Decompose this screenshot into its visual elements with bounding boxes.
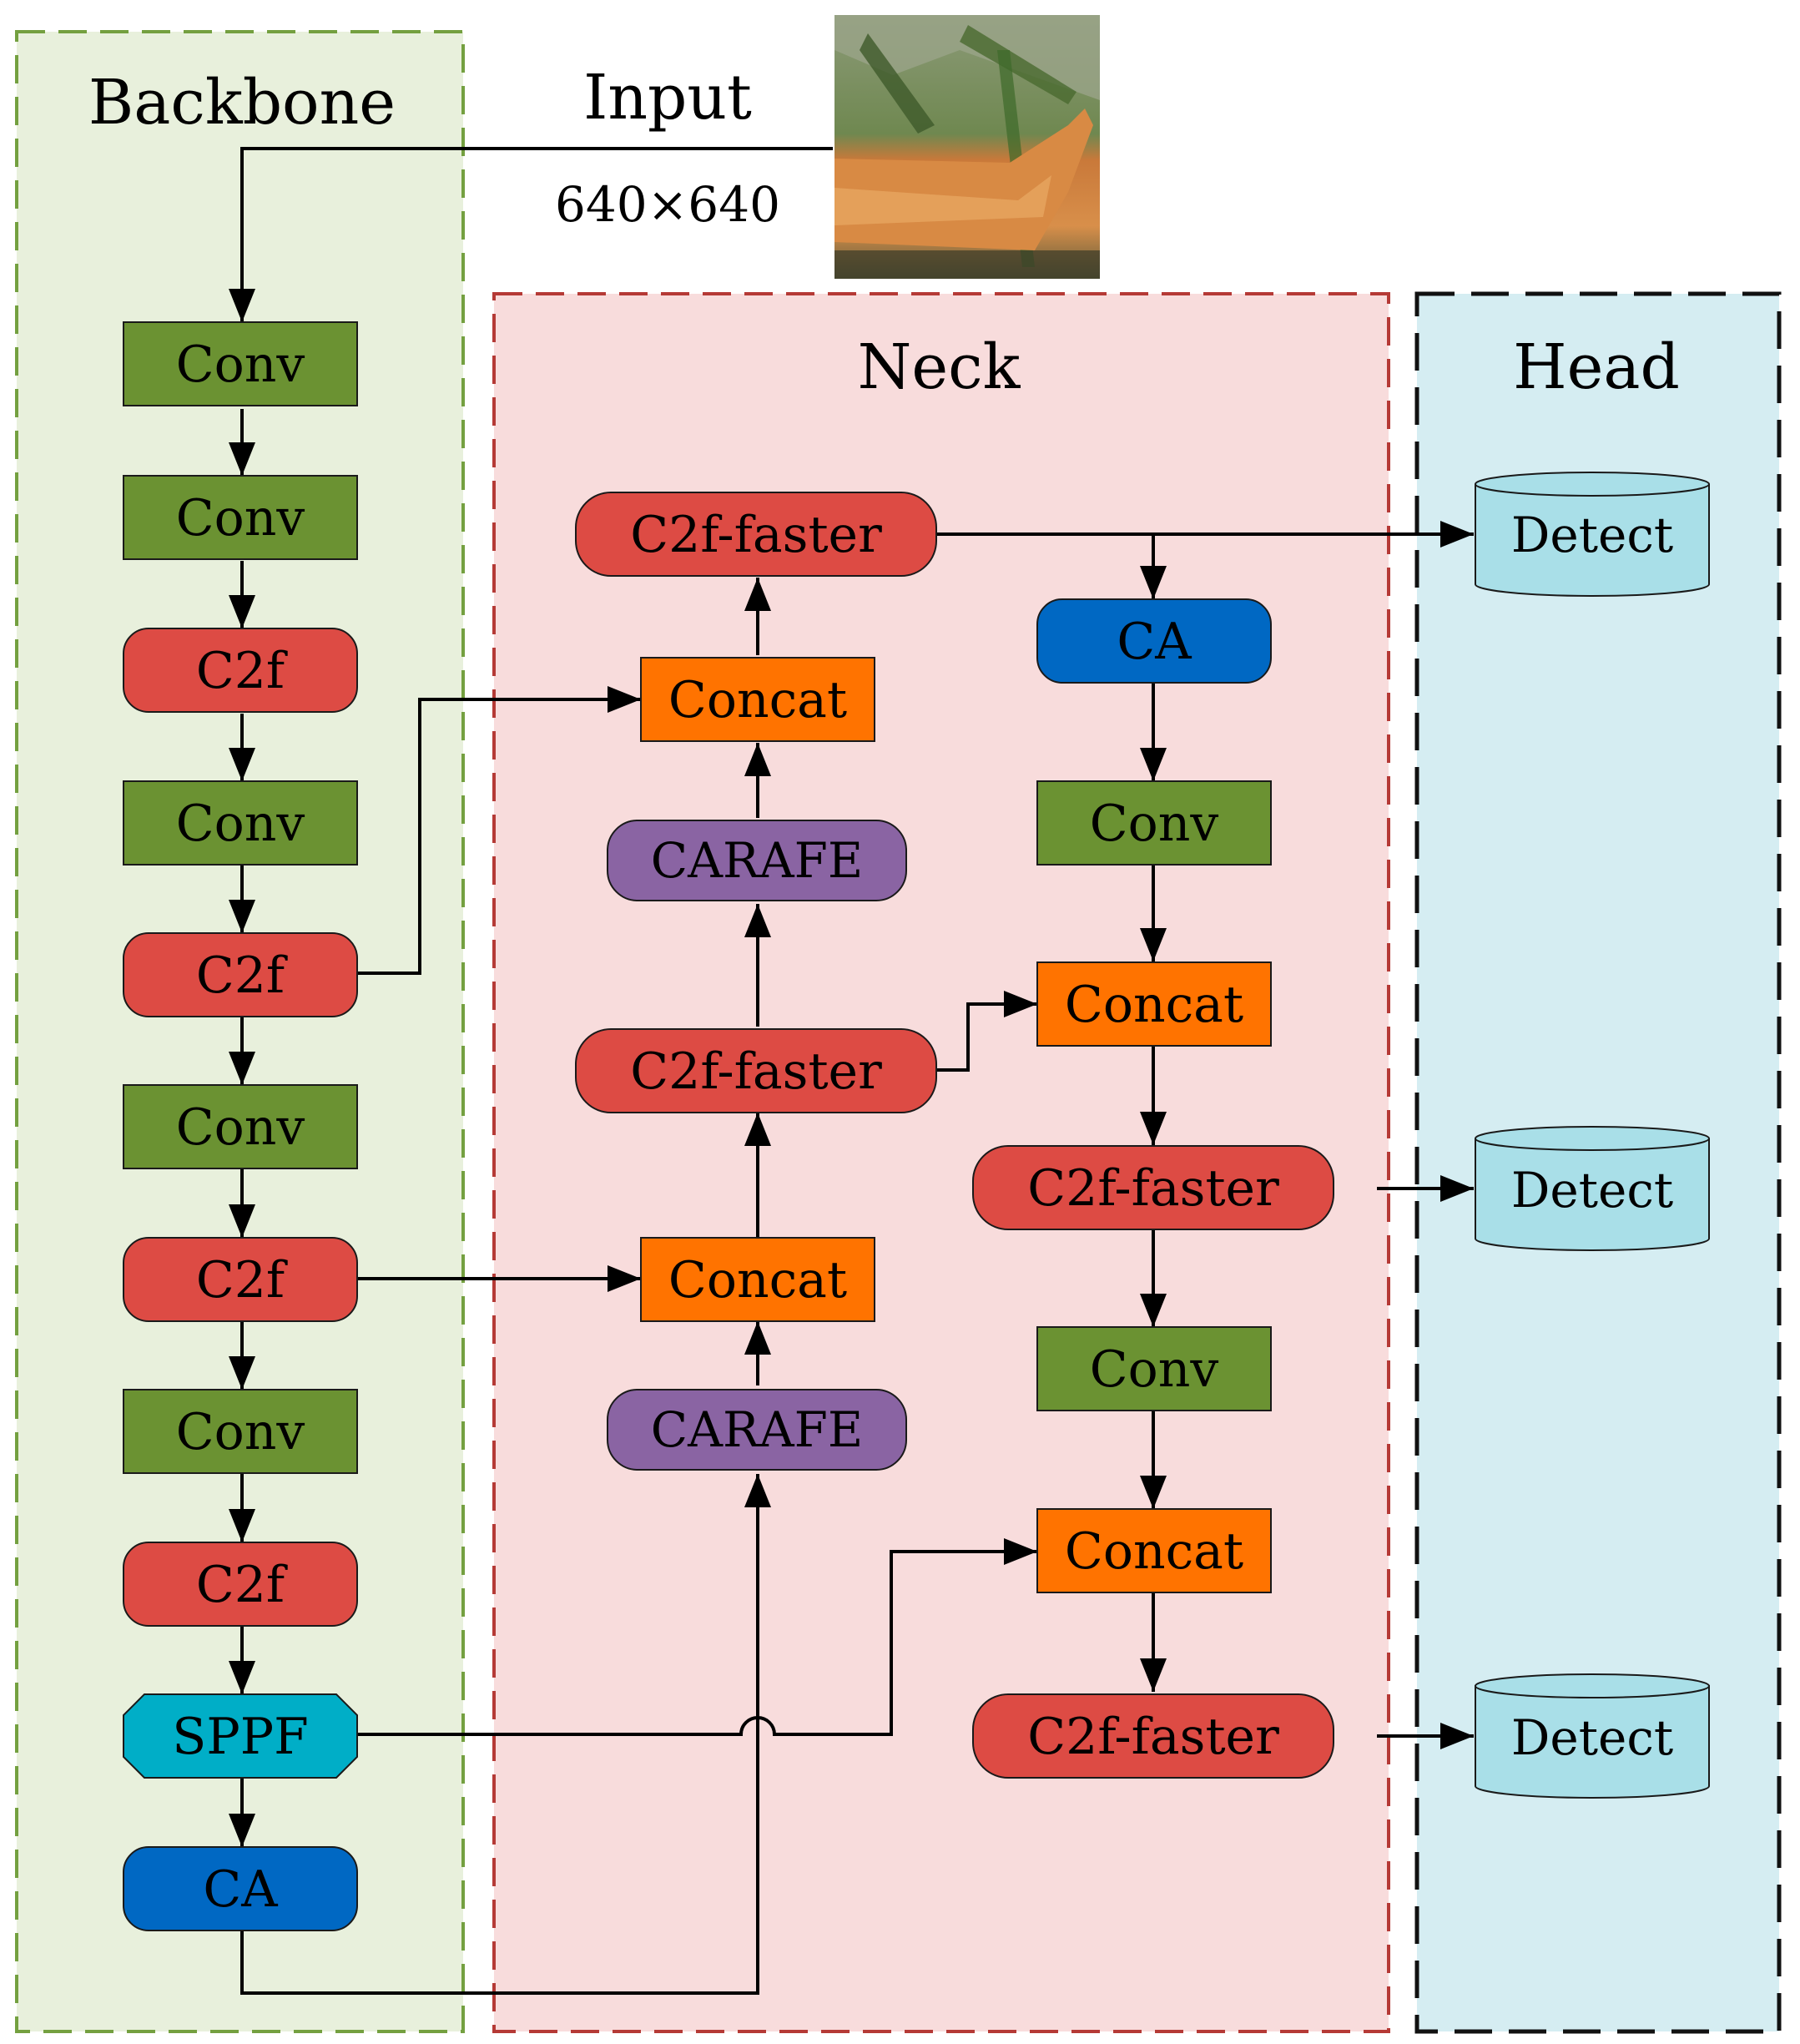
neck-conv-1: Conv	[1036, 780, 1272, 866]
backbone-sppf-label: SPPF	[172, 1708, 308, 1766]
backbone-c2f-1: C2f	[123, 628, 358, 713]
neck-carafe-lower: CARAFE	[607, 1389, 907, 1471]
neck-c2f-faster-mid: C2f-faster	[575, 1028, 937, 1113]
backbone-conv-1: Conv	[123, 321, 358, 406]
neck-concat-lower: Concat	[640, 1237, 875, 1322]
neck-ca: CA	[1036, 598, 1272, 684]
neck-concat-top: Concat	[640, 657, 875, 742]
neck-c2f-faster-top: C2f-faster	[575, 492, 937, 577]
neck-concat-top-label: Concat	[668, 671, 847, 729]
head-title: Head	[1513, 331, 1680, 403]
neck-concat-right-1-label: Concat	[1065, 976, 1243, 1034]
backbone-conv-5: Conv	[123, 1389, 358, 1474]
backbone-conv-5-label: Conv	[176, 1403, 305, 1461]
backbone-conv-1-label: Conv	[176, 336, 305, 394]
neck-ca-label: CA	[1117, 613, 1192, 671]
neck-c2f-faster-top-label: C2f-faster	[630, 506, 882, 564]
neck-c2f-faster-right-2: C2f-faster	[972, 1693, 1334, 1779]
backbone-c2f-4-label: C2f	[196, 1556, 288, 1614]
neck-concat-right-2: Concat	[1036, 1508, 1272, 1593]
neck-c2f-faster-right-1-label: C2f-faster	[1027, 1159, 1279, 1218]
backbone-c2f-1-label: C2f	[196, 642, 288, 700]
head-detect-2: Detect	[1475, 1126, 1710, 1251]
backbone-conv-4: Conv	[123, 1084, 358, 1169]
neck-carafe-upper: CARAFE	[607, 820, 907, 901]
neck-c2f-faster-right-1: C2f-faster	[972, 1145, 1334, 1230]
backbone-conv-4-label: Conv	[176, 1098, 305, 1157]
head-detect-3: Detect	[1475, 1673, 1710, 1799]
head-detect-1: Detect	[1475, 472, 1710, 597]
neck-concat-right-1: Concat	[1036, 961, 1272, 1047]
backbone-conv-2-label: Conv	[176, 489, 305, 548]
neck-c2f-faster-mid-label: C2f-faster	[630, 1042, 882, 1101]
input-label: Input	[583, 62, 752, 134]
backbone-conv-2: Conv	[123, 475, 358, 560]
backbone-c2f-4: C2f	[123, 1542, 358, 1627]
neck-concat-lower-label: Concat	[668, 1251, 847, 1310]
neck-concat-right-2-label: Concat	[1065, 1522, 1243, 1581]
backbone-c2f-3: C2f	[123, 1237, 358, 1322]
input-size: 640×640	[555, 176, 780, 233]
neck-carafe-lower-label: CARAFE	[651, 1401, 863, 1458]
neck-conv-2: Conv	[1036, 1326, 1272, 1411]
neck-conv-2-label: Conv	[1090, 1340, 1219, 1399]
backbone-title: Backbone	[88, 67, 396, 139]
backbone-c2f-2: C2f	[123, 932, 358, 1017]
input-image	[834, 15, 1100, 279]
backbone-ca-label: CA	[203, 1860, 278, 1919]
backbone-ca: CA	[123, 1846, 358, 1931]
neck-carafe-upper-label: CARAFE	[651, 832, 863, 889]
backbone-conv-3-label: Conv	[176, 795, 305, 853]
connectors	[229, 147, 1474, 1995]
backbone-conv-3: Conv	[123, 780, 358, 866]
neck-title: Neck	[858, 331, 1021, 403]
head-detect-2-label: Detect	[1511, 1162, 1673, 1219]
neck-c2f-faster-right-2-label: C2f-faster	[1027, 1708, 1279, 1766]
backbone-c2f-2-label: C2f	[196, 946, 288, 1005]
backbone-sppf: SPPF	[123, 1693, 358, 1779]
head-detect-3-label: Detect	[1511, 1709, 1673, 1766]
backbone-c2f-3-label: C2f	[196, 1251, 288, 1310]
neck-conv-1-label: Conv	[1090, 795, 1219, 853]
head-detect-1-label: Detect	[1511, 507, 1673, 563]
